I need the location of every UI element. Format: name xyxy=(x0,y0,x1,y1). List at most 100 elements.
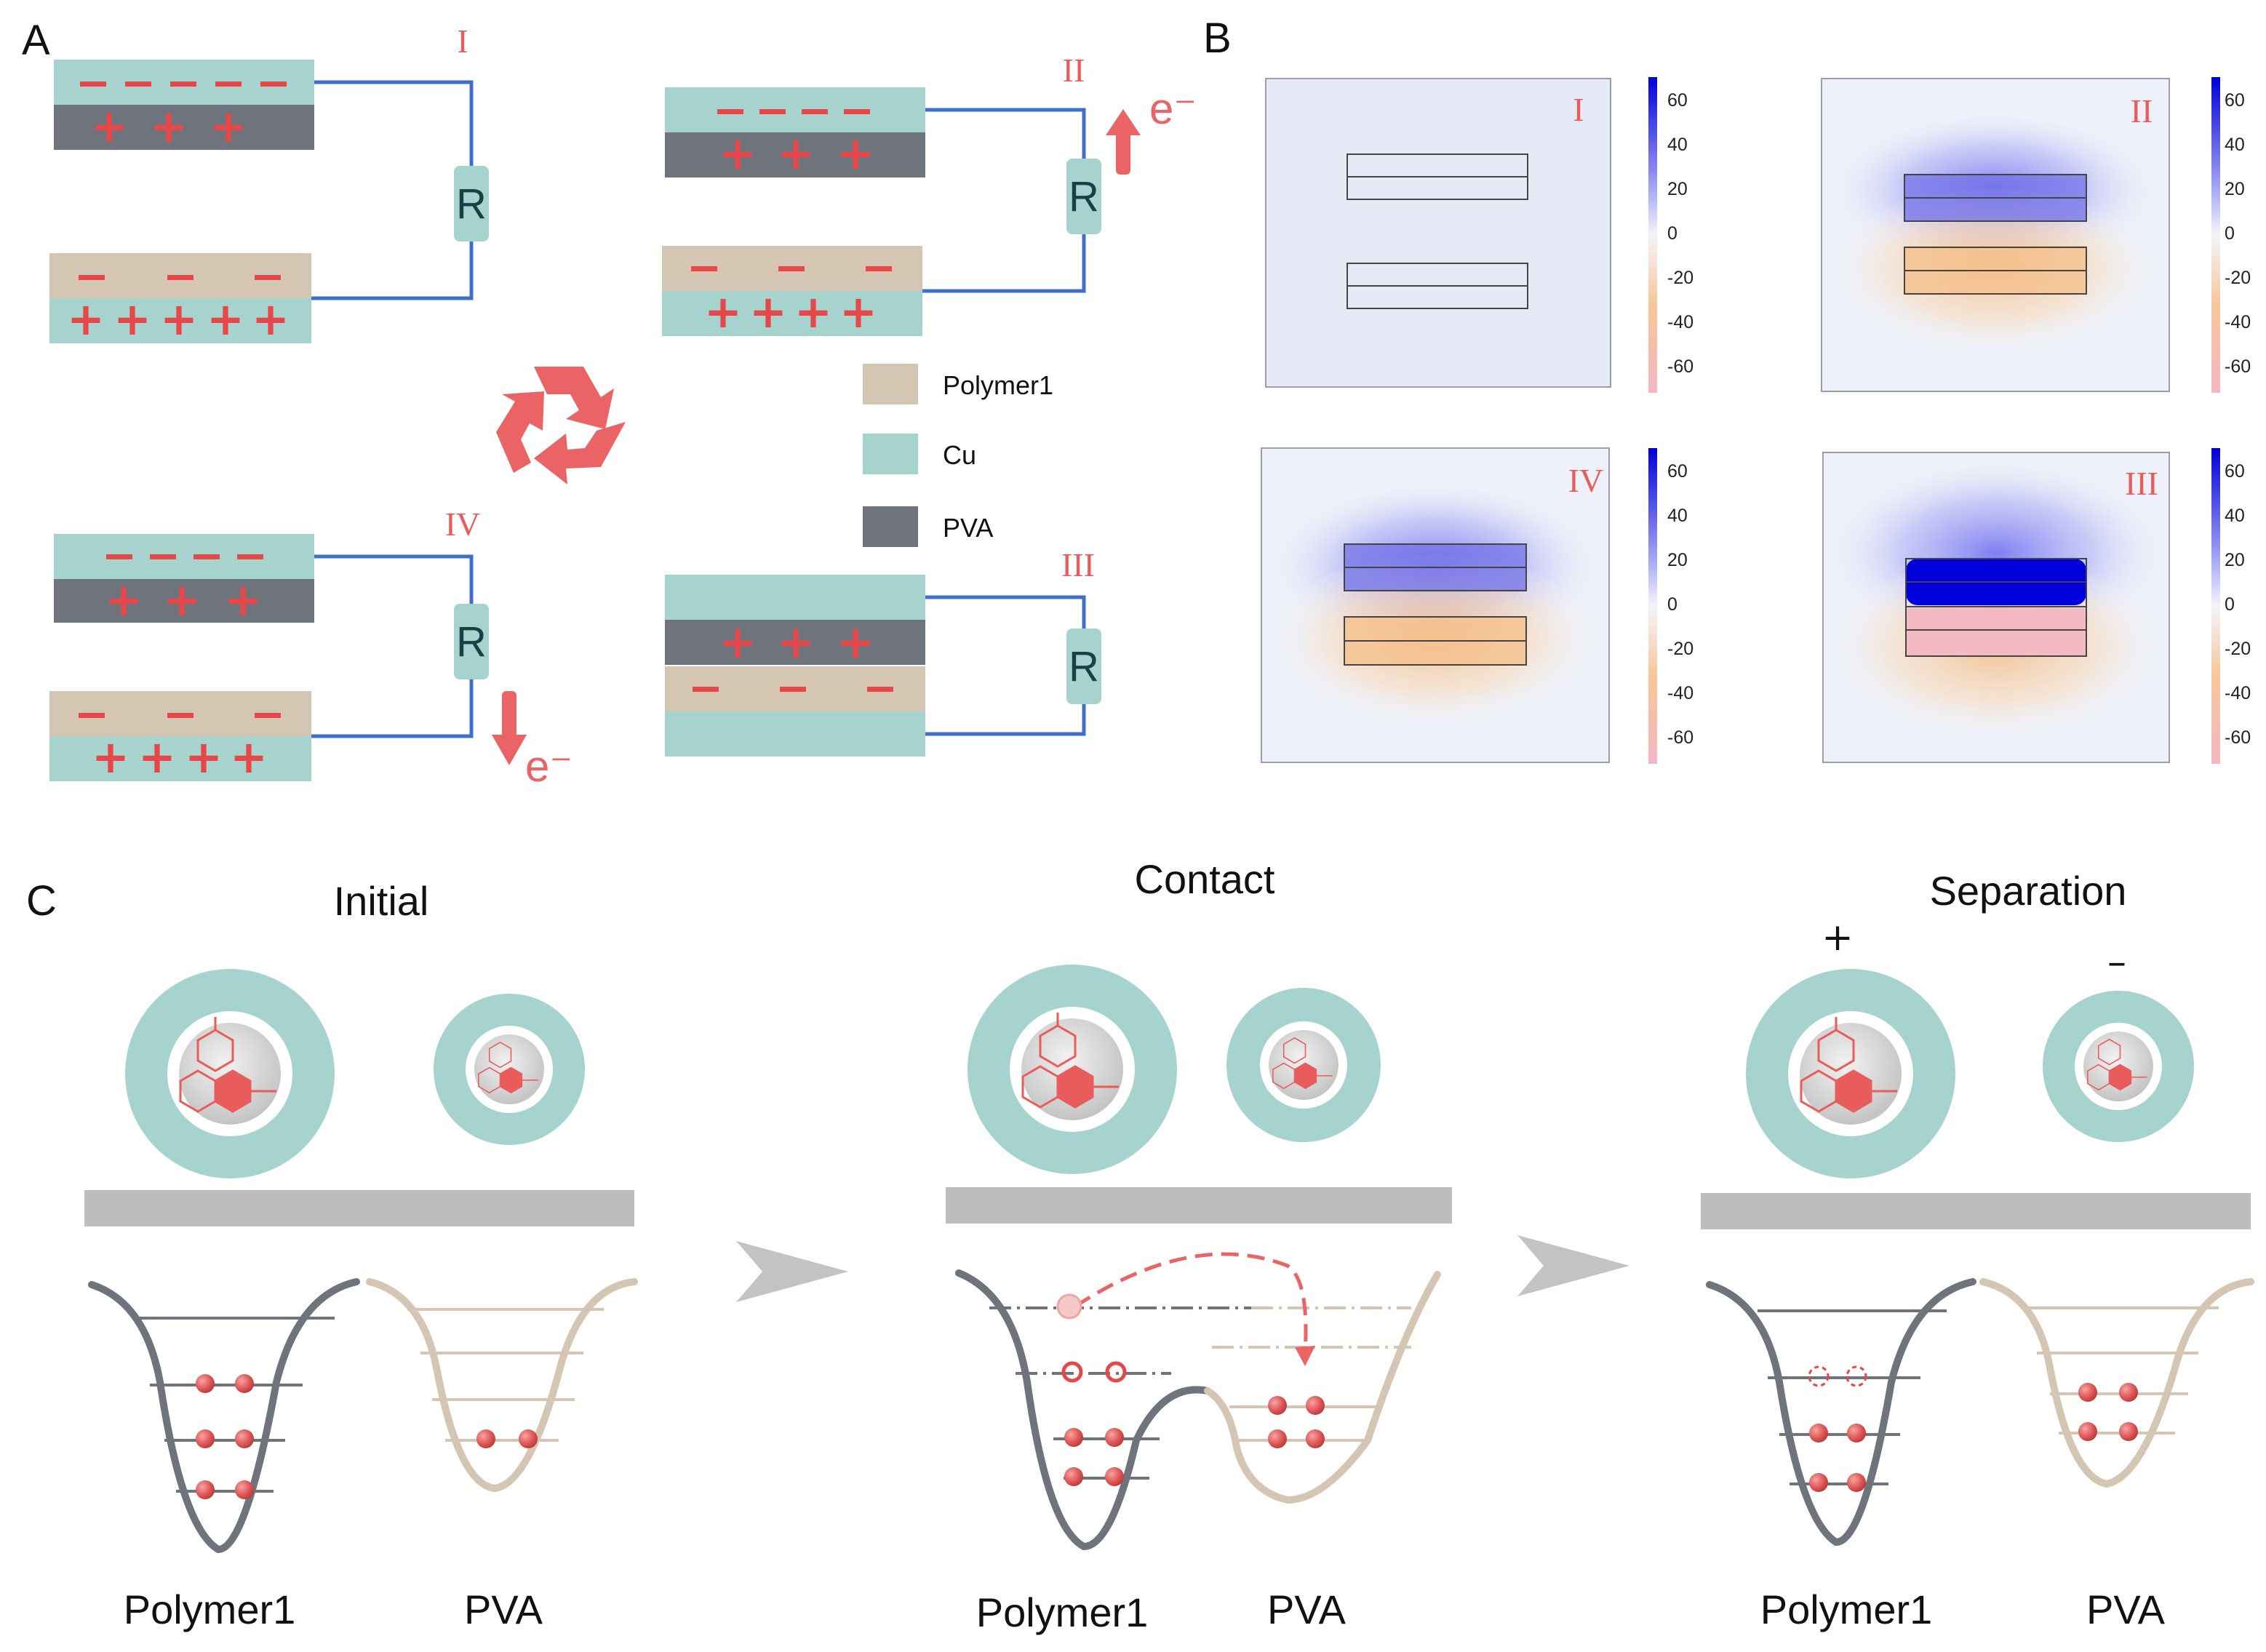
potential-well-polymer1 xyxy=(88,1278,360,1554)
resistor-label: R xyxy=(1069,643,1099,690)
svg-text:+: + xyxy=(160,292,198,346)
svg-text:+: + xyxy=(163,573,201,626)
panel-label-c: C xyxy=(26,877,57,925)
atom-pva xyxy=(1226,988,1381,1142)
svg-text:+: + xyxy=(839,285,877,338)
stage-title-separation: Separation xyxy=(1930,868,2127,914)
molecule-icon xyxy=(1800,1017,1897,1113)
svg-text:40: 40 xyxy=(2225,135,2245,155)
positive-charges: +++ ++ ++ xyxy=(704,127,877,338)
negative-sign: – xyxy=(2107,941,2126,984)
svg-text:-60: -60 xyxy=(1667,356,1693,377)
svg-text:20: 20 xyxy=(1667,550,1688,570)
electrons xyxy=(1064,1396,1325,1486)
svg-text:20: 20 xyxy=(2225,550,2245,570)
svg-text:+: + xyxy=(185,730,223,783)
electrons xyxy=(2078,1383,2138,1441)
atom-pva xyxy=(2043,991,2194,1142)
electron-label: e⁻ xyxy=(1149,84,1197,133)
layer-outlines xyxy=(1347,153,1528,309)
svg-text:+: + xyxy=(92,730,129,783)
svg-text:+: + xyxy=(113,292,151,346)
electron-arrow-up-icon xyxy=(1106,109,1141,175)
svg-text:40: 40 xyxy=(1667,506,1688,526)
svg-text:-40: -40 xyxy=(1667,683,1693,703)
molecule-icon xyxy=(478,1041,538,1094)
label-pva: PVA xyxy=(1267,1587,1347,1632)
atom-polymer1 xyxy=(968,965,1177,1174)
label-polymer1: Polymer1 xyxy=(976,1589,1149,1635)
circuit-wire xyxy=(922,108,1086,293)
arrowhead-right-icon xyxy=(736,1241,848,1302)
panel-label-b: B xyxy=(1203,15,1232,62)
legend-label-pva: PVA xyxy=(943,513,993,543)
potential-well-polymer1 xyxy=(1706,1278,1976,1547)
svg-text:0: 0 xyxy=(2225,223,2235,244)
stage-label-iv: IV xyxy=(445,506,481,543)
svg-text:-60: -60 xyxy=(2225,356,2251,377)
positive-charges: +++ +++ ++ xyxy=(67,100,290,346)
svg-text:-20: -20 xyxy=(1667,639,1693,659)
substrate-bar xyxy=(946,1187,1452,1224)
stage-ii-device: +++ ++ ++ R II e⁻ xyxy=(662,52,1197,338)
negative-charges xyxy=(693,687,893,692)
svg-text:40: 40 xyxy=(2225,506,2245,526)
positive-charges: +++ ++ ++ xyxy=(92,573,268,783)
map-label-ii: II xyxy=(2131,92,2153,129)
svg-text:20: 20 xyxy=(1667,179,1688,199)
svg-text:+: + xyxy=(252,292,290,346)
electron-holes xyxy=(1808,1365,1867,1387)
svg-text:+: + xyxy=(837,615,874,669)
panel-c: C Initial Contact Separation xyxy=(26,856,2254,1635)
stage-iii-device: +++ R III xyxy=(665,546,1101,757)
svg-text:0: 0 xyxy=(1667,594,1677,615)
map-label-i: I xyxy=(1573,91,1584,128)
electron-holes xyxy=(1061,1361,1127,1383)
electrons xyxy=(196,1374,254,1499)
svg-text:+: + xyxy=(719,615,757,669)
legend: Polymer1 Cu PVA xyxy=(863,364,1053,547)
stage-title-contact: Contact xyxy=(1135,856,1275,902)
cu-electrode xyxy=(665,87,925,132)
svg-text:+: + xyxy=(105,573,143,626)
svg-text:+: + xyxy=(207,292,244,346)
svg-text:+: + xyxy=(794,285,832,338)
potential-well-pva xyxy=(1979,1278,2254,1488)
cu-electrode xyxy=(662,291,922,336)
svg-text:+: + xyxy=(719,127,757,180)
pva-layer xyxy=(54,105,314,150)
map-frame xyxy=(1265,78,1611,388)
circuit-wire xyxy=(311,554,474,738)
svg-text:-40: -40 xyxy=(2225,312,2251,332)
svg-text:+: + xyxy=(210,100,247,153)
label-polymer1: Polymer1 xyxy=(124,1587,296,1632)
atom-pva xyxy=(434,994,585,1145)
svg-text:20: 20 xyxy=(2225,179,2245,199)
potential-map-iv: IV xyxy=(1261,447,1610,763)
legend-label-polymer: Polymer1 xyxy=(943,370,1053,400)
label-pva: PVA xyxy=(2086,1587,2166,1632)
map-label-iv: IV xyxy=(1568,462,1604,499)
layer-outlines xyxy=(1344,543,1527,666)
layer-outlines xyxy=(1905,558,2087,657)
legend-swatch-polymer xyxy=(863,364,918,404)
svg-text:-20: -20 xyxy=(2225,268,2251,288)
pva-layer xyxy=(665,620,925,665)
cu-electrode xyxy=(49,298,311,343)
svg-text:+: + xyxy=(90,100,128,153)
molecule-icon xyxy=(1272,1037,1333,1090)
cu-electrode xyxy=(49,736,311,781)
svg-text:0: 0 xyxy=(1667,223,1677,244)
stage-label-i: I xyxy=(457,23,468,60)
legend-swatch-cu xyxy=(863,434,918,474)
svg-text:60: 60 xyxy=(2225,461,2245,482)
svg-text:60: 60 xyxy=(1667,90,1688,111)
potential-well-pva xyxy=(366,1278,638,1493)
atom-polymer1 xyxy=(125,969,335,1178)
svg-text:-40: -40 xyxy=(2225,683,2251,703)
circuit-wire xyxy=(311,80,474,300)
